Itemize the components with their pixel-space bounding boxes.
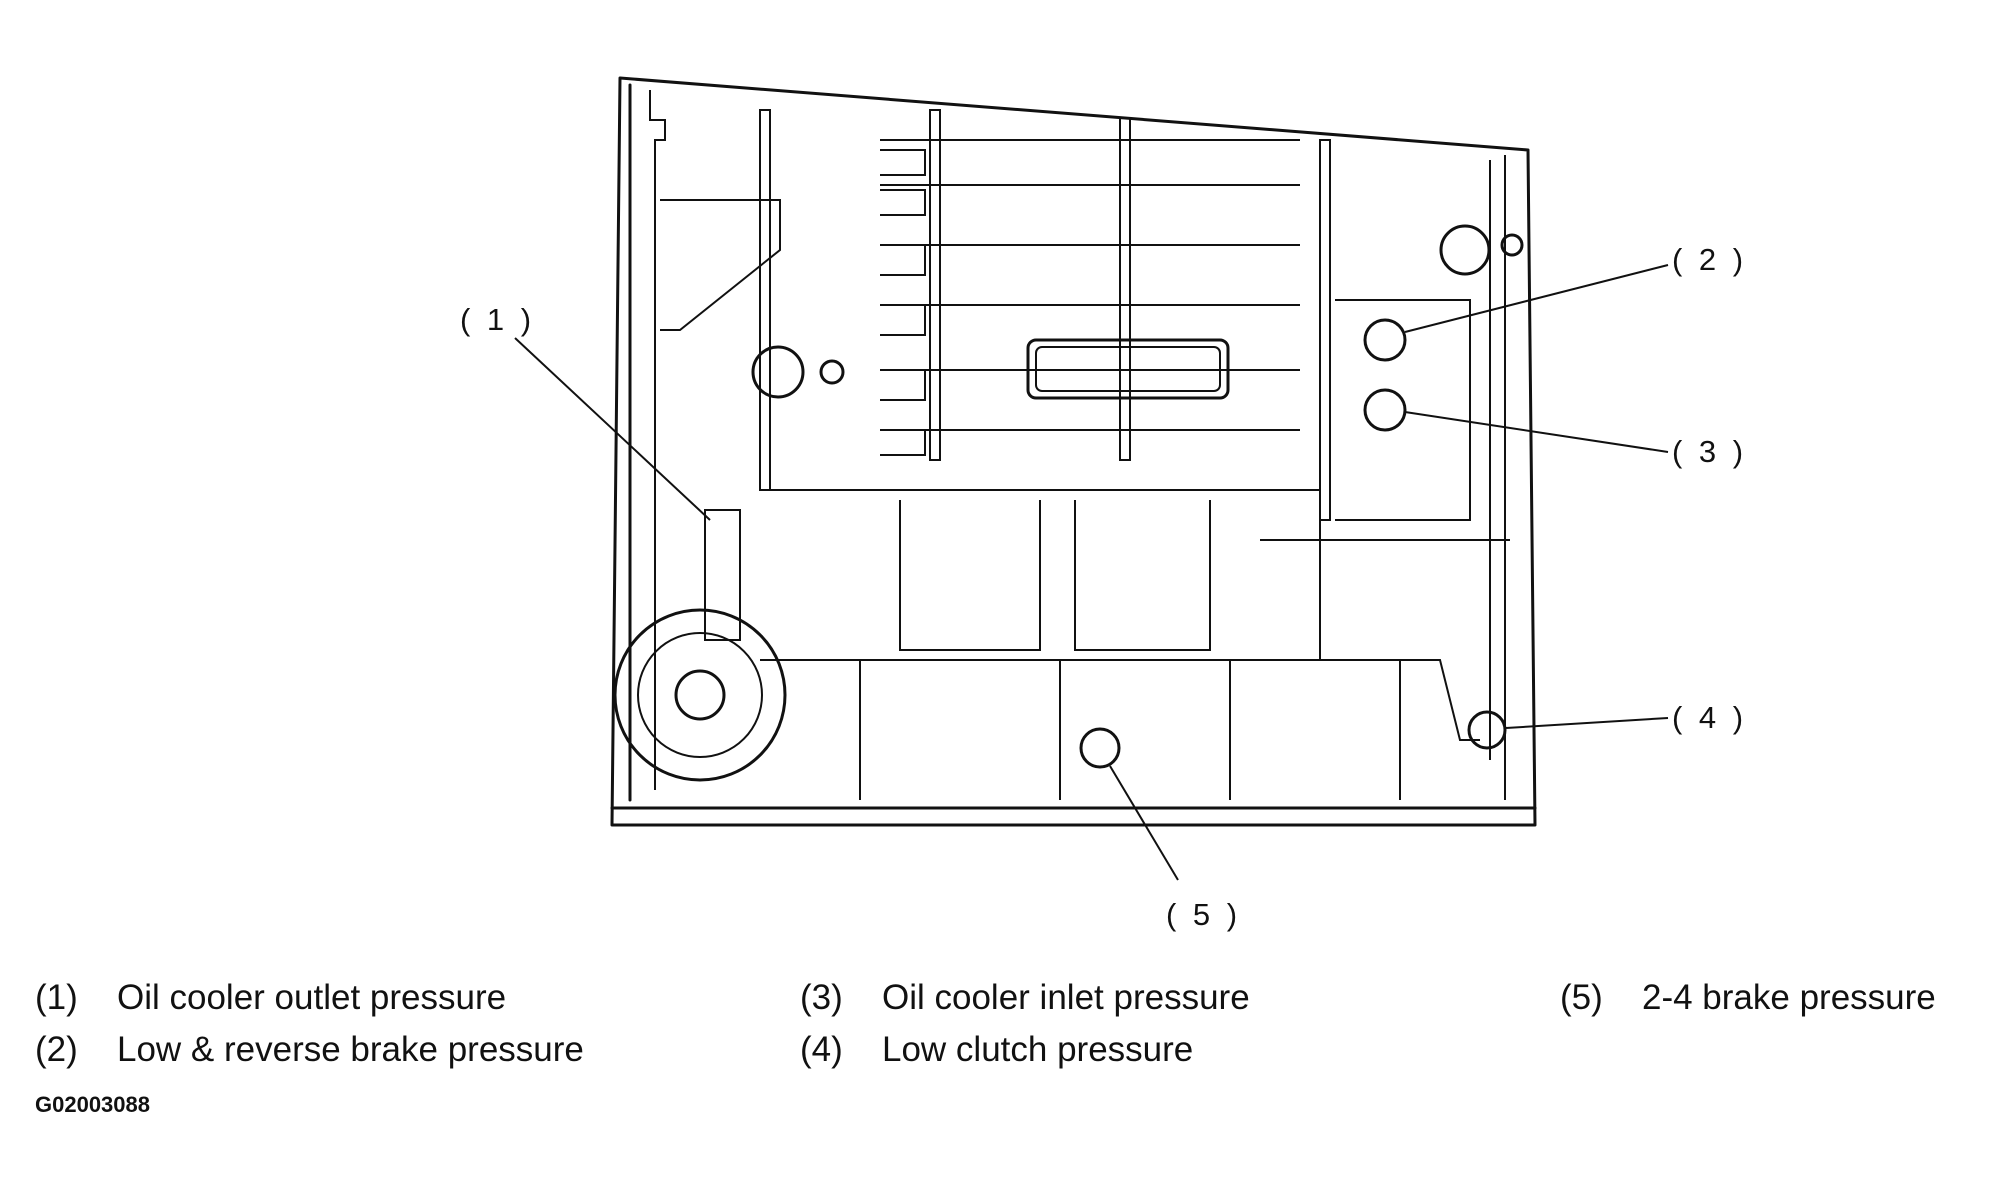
- port-2: [1363, 318, 1407, 362]
- oil-filter-housing: [613, 608, 787, 782]
- valve-ribs: [880, 109, 1300, 461]
- legend-text: Low clutch pressure: [882, 1030, 1194, 1069]
- leader-line-2: [1404, 264, 1669, 333]
- case-body: [610, 76, 1537, 827]
- legend-text: 2-4 brake pressure: [1642, 978, 1936, 1017]
- lower-chambers: [704, 299, 1510, 800]
- callout-2: ( 2 ): [1672, 242, 1747, 277]
- callout-1: ( 1 ): [460, 302, 535, 337]
- legend-text: Low & reverse brake pressure: [117, 1030, 584, 1069]
- legend-num: (3): [800, 978, 843, 1017]
- leader-line-5: [1109, 765, 1179, 881]
- legend-num: (4): [800, 1030, 843, 1069]
- leader-line-4: [1505, 717, 1669, 729]
- port-5: [1079, 727, 1121, 769]
- port-4: [1467, 710, 1507, 750]
- callout-4: ( 4 ): [1672, 700, 1747, 735]
- pressure-ports: [751, 224, 1524, 769]
- leader-line-1: [514, 337, 711, 521]
- callout-3: ( 3 ): [1672, 434, 1747, 469]
- legend-text: Oil cooler outlet pressure: [117, 978, 507, 1017]
- leader-line-3: [1404, 411, 1669, 453]
- callout-labels: ( 1 ) ( 2 ) ( 3 ) ( 4 ) ( 5 ): [460, 242, 1747, 932]
- legend-text: Oil cooler inlet pressure: [882, 978, 1250, 1017]
- figure-id: G02003088: [35, 1092, 150, 1117]
- legend-num: (2): [35, 1030, 78, 1069]
- legend-num: (1): [35, 978, 78, 1017]
- leader-lines: [514, 264, 1669, 881]
- port-3: [1363, 388, 1407, 432]
- callout-5: ( 5 ): [1166, 897, 1241, 932]
- legend-num: (5): [1560, 978, 1603, 1017]
